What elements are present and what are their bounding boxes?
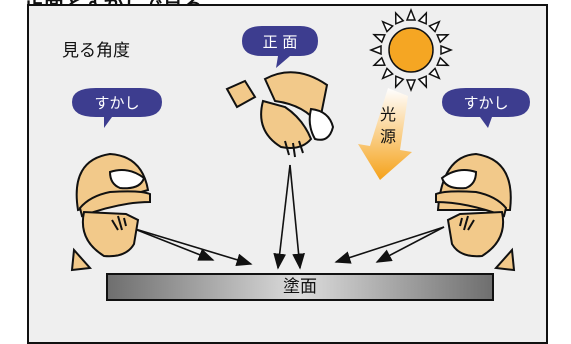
- bubble-right-text: すかし: [463, 94, 508, 112]
- worker-center-figure: [225, 71, 335, 158]
- light-source-label: 光 源: [375, 104, 401, 148]
- worker-right-figure: [435, 152, 516, 272]
- sun-icon: [368, 7, 454, 93]
- speech-bubble-center: 正 面: [242, 26, 318, 68]
- sightline-arrows: [131, 164, 445, 270]
- speech-bubble-left: すかし: [72, 88, 162, 128]
- panel-title: 見る角度: [62, 41, 130, 61]
- light-source-char-1: 光: [379, 105, 396, 124]
- coated-surface: [106, 273, 494, 301]
- bubble-left-text: すかし: [94, 94, 139, 112]
- light-source-arrow: [358, 88, 412, 180]
- light-source-char-2: 源: [379, 127, 396, 146]
- worker-left-figure: [70, 152, 151, 272]
- diagram-canvas: すかし 正 面 すかし: [70, 7, 530, 301]
- surface-label: 塗面: [283, 277, 317, 297]
- bubble-center-text: 正 面: [263, 33, 298, 51]
- speech-bubble-right: すかし: [442, 88, 530, 128]
